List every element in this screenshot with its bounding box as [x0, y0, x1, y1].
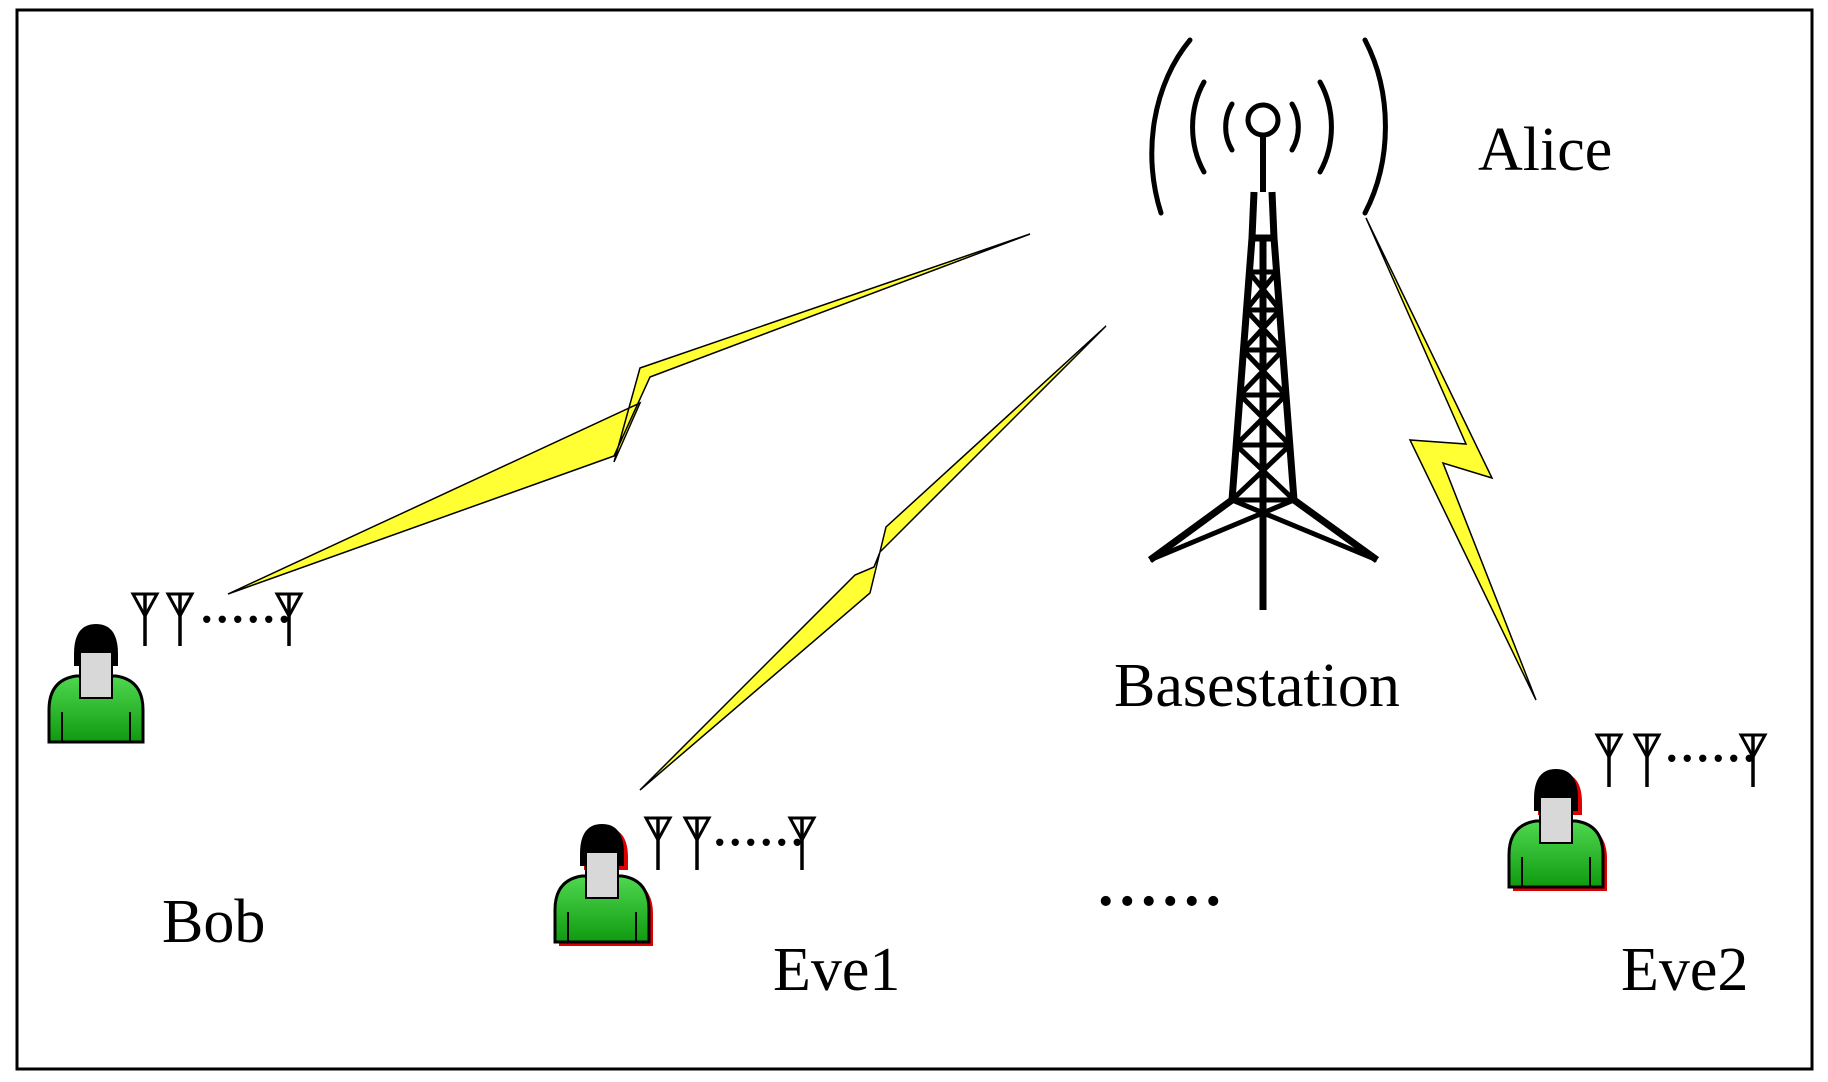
eve1-antenna-dots: ...... [712, 791, 805, 859]
diagram-frame [15, 8, 1814, 1071]
link-basestation-eve1 [639, 325, 1107, 791]
link-basestation-bob [227, 233, 1031, 595]
label-eve2: Eve2 [1621, 936, 1748, 1004]
link-basestation-eve2 [1365, 217, 1537, 701]
bob-antenna-dots: ...... [199, 568, 292, 636]
label-basestation: Basestation [1114, 652, 1400, 720]
label-eve1: Eve1 [773, 936, 900, 1004]
label-bob: Bob [162, 888, 265, 956]
more-eavesdroppers-ellipsis: ...... [1098, 851, 1227, 919]
radio-tower-icon [1147, 37, 1388, 610]
eve2-antenna-dots: ...... [1664, 707, 1757, 775]
label-alice: Alice [1478, 116, 1612, 184]
